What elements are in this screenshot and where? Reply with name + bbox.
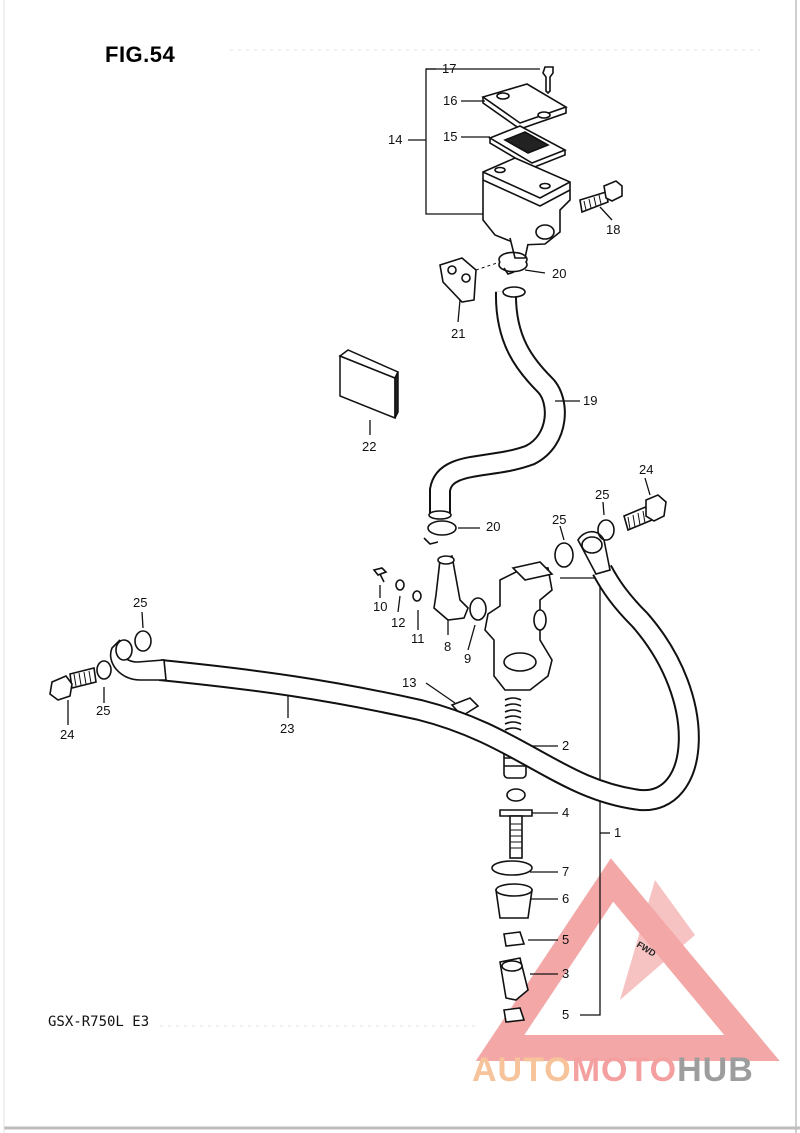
watermark-hub: HUB xyxy=(677,1051,754,1089)
washer-12 xyxy=(395,579,405,591)
union-bolt-24-left xyxy=(49,667,97,701)
callout-2: 2 xyxy=(562,738,570,753)
watermark-auto: AUTO xyxy=(472,1051,572,1089)
watermark-logo xyxy=(475,858,780,1061)
callout-24-right: 24 xyxy=(639,462,654,477)
hose-joint-8 xyxy=(433,554,469,621)
model-code: GSX-R750L E3 xyxy=(48,1014,150,1030)
gasket-25-left-top xyxy=(134,630,152,652)
clamp-20-lower xyxy=(427,520,457,536)
callout-11: 11 xyxy=(411,631,425,646)
callout-10: 10 xyxy=(373,599,388,614)
union-bolt-24-right xyxy=(623,494,667,532)
bracket-21 xyxy=(439,257,477,303)
screw-10 xyxy=(372,567,388,583)
callout-7: 7 xyxy=(562,864,570,879)
reservoir-tank xyxy=(482,157,571,246)
callout-5-upper: 5 xyxy=(562,932,570,947)
callout-6: 6 xyxy=(562,891,570,906)
o-ring-9 xyxy=(469,597,487,621)
bolt-18 xyxy=(579,180,623,214)
hose-group xyxy=(49,494,700,812)
callout-15: 15 xyxy=(443,129,458,144)
callout-1: 1 xyxy=(614,825,622,840)
callout-22: 22 xyxy=(362,439,377,454)
nut-5-lower xyxy=(503,1007,526,1023)
circlip-7 xyxy=(491,860,533,876)
callout-23: 23 xyxy=(280,721,295,736)
gasket-25-left-bottom xyxy=(96,660,112,680)
callout-21: 21 xyxy=(451,326,466,341)
figure-title: FIG.54 xyxy=(105,42,176,67)
gasket-25-right-a xyxy=(554,542,574,568)
screw-17 xyxy=(542,66,554,95)
callout-4: 4 xyxy=(562,805,570,820)
callout-25-right-b: 25 xyxy=(595,487,610,502)
piston-rod-4 xyxy=(499,788,533,859)
watermark-moto: MOTO xyxy=(571,1051,678,1089)
master-cylinder-group xyxy=(372,554,554,1023)
callout-13: 13 xyxy=(402,675,417,690)
callout-16: 16 xyxy=(443,93,458,108)
callout-20-lower: 20 xyxy=(486,519,501,534)
callout-25-left-top: 25 xyxy=(133,595,148,610)
callout-18: 18 xyxy=(606,222,621,237)
callout-17: 17 xyxy=(442,61,457,76)
callout-20-upper: 20 xyxy=(552,266,567,281)
callout-19: 19 xyxy=(583,393,598,408)
callout-25-right-a: 25 xyxy=(552,512,567,527)
nut-5-upper xyxy=(503,931,526,947)
callout-14: 14 xyxy=(388,132,403,147)
label-22 xyxy=(338,349,400,420)
washer-11 xyxy=(412,590,422,602)
gasket-25-right-b xyxy=(597,519,615,541)
reservoir-group xyxy=(423,66,623,545)
callout-9: 9 xyxy=(464,651,472,666)
callout-24-left: 24 xyxy=(60,727,75,742)
callout-12: 12 xyxy=(391,615,406,630)
clamp-20-upper xyxy=(498,251,528,273)
callout-5-lower: 5 xyxy=(562,1007,570,1022)
watermark-brand: AUTOMOTOHUB xyxy=(472,1050,754,1090)
callout-8: 8 xyxy=(444,639,452,654)
callout-25-left-bottom: 25 xyxy=(96,703,111,718)
callout-3: 3 xyxy=(562,966,570,981)
